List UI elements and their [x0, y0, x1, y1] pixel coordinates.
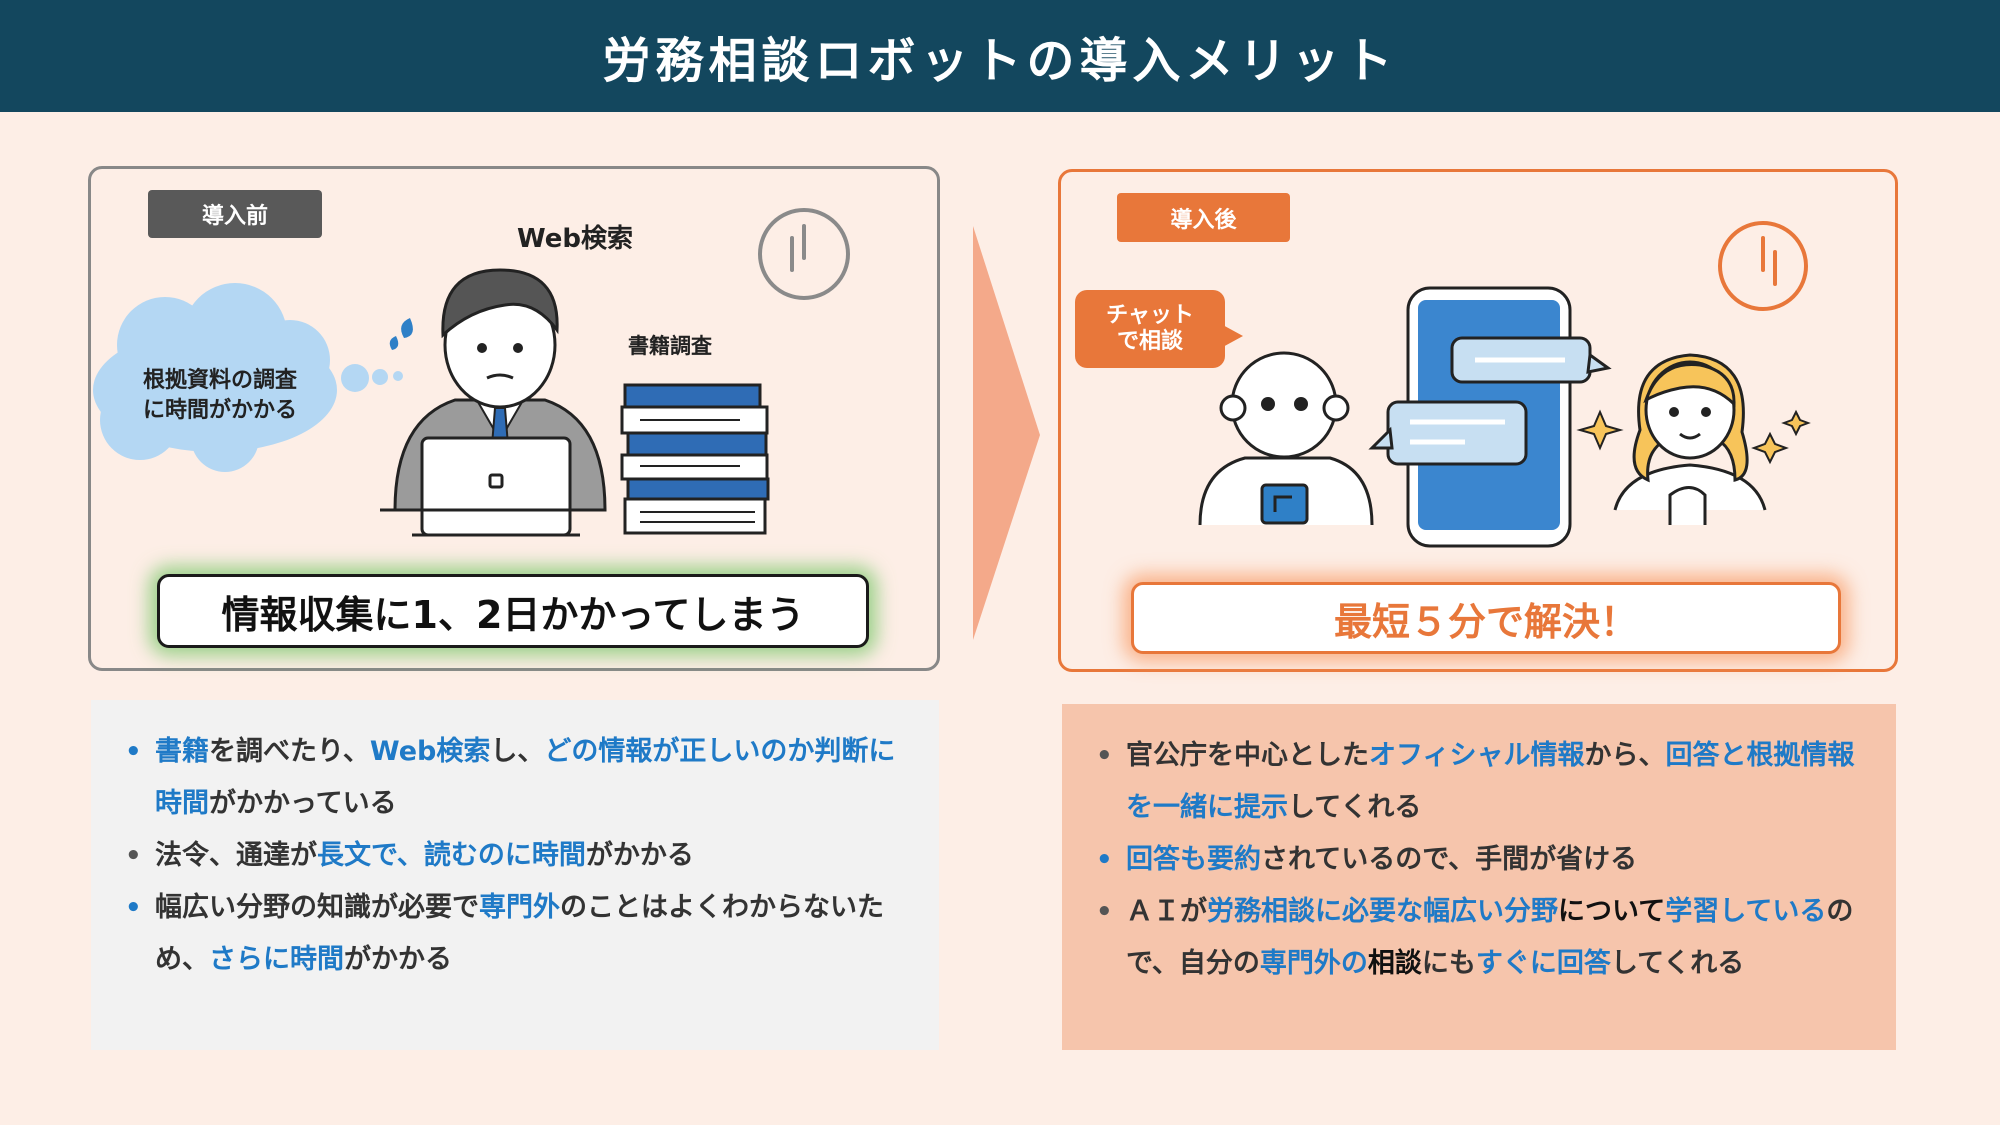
person-laptop-illustration: [380, 268, 607, 537]
bullet-item: ＡＩが労務相談に必要な幅広い分野について学習しているので、自分の専門外の相談にも…: [1096, 886, 1866, 990]
smartphone-chat-illustration: [1368, 286, 1612, 548]
page-title: 労務相談ロボットの導入メリット: [602, 33, 1398, 89]
bullet-text-segment: し、: [490, 736, 545, 767]
clock-icon: [758, 208, 850, 300]
bullet-text-segment: にも: [1421, 948, 1476, 979]
bullet-text-segment: 書籍: [155, 736, 209, 767]
thought-cloud-icon: [93, 283, 403, 472]
bullet-text-segment: 労務相談に必要な幅広い分野: [1207, 896, 1558, 927]
bullet-item: 幅広い分野の知識が必要で専門外のことはよくわからないため、さらに時間がかかる: [125, 882, 909, 986]
chat-line-2: で相談: [1116, 329, 1183, 354]
bullet-text-segment: がかかる: [344, 944, 452, 975]
books-illustration: [620, 383, 770, 535]
woman-illustration: [1613, 353, 1767, 525]
chat-consult-bubble: チャット で相談: [1075, 290, 1243, 368]
bullet-item: 法令、通達が長文で、読むのに時間がかかる: [125, 830, 909, 882]
after-bullet-list: 官公庁を中心としたオフィシャル情報から、回答と根拠情報を一緒に提示してくれる回答…: [1062, 704, 1896, 1050]
before-bullet-list: 書籍を調べたり、Web検索し、どの情報が正しいのか判断に時間がかかっている法令、…: [91, 700, 939, 1050]
bullet-text-segment: がかかっている: [209, 788, 397, 819]
bullet-text-segment: について: [1558, 896, 1666, 927]
bullet-text-segment: 法令、通達が: [155, 840, 317, 871]
books-label: 書籍調査: [628, 334, 712, 358]
before-tag: 導入前: [148, 190, 322, 238]
bullet-text-segment: に時間: [155, 736, 896, 819]
web-search-label: Web検索: [517, 224, 633, 254]
thought-line-2: に時間がかかる: [142, 397, 297, 423]
bullet-text-segment: オフィシャル情報: [1369, 740, 1585, 771]
thought-line-1: 根拠資料の調査: [142, 368, 297, 393]
after-tag: 導入後: [1117, 193, 1290, 242]
bullet-text-segment: がかかる: [585, 840, 694, 871]
bullet-text-segment: してくれる: [1288, 792, 1422, 823]
bullet-text-segment: 長文で、読むのに時間: [317, 840, 586, 871]
bullet-text-segment: 官公庁を中心とした: [1126, 740, 1369, 771]
bullet-text-segment: してくれる: [1610, 948, 1745, 979]
arrow-right-icon: [973, 226, 1040, 640]
bullet-text-segment: 学習している: [1665, 896, 1827, 927]
bullet-item: 回答も要約されているので、手間が省ける: [1096, 834, 1866, 886]
bullet-text-segment: されているので、手間が省ける: [1261, 844, 1638, 875]
bullet-text-segment: 専門外の: [1259, 948, 1368, 979]
bullet-text-segment: から、: [1584, 740, 1666, 771]
bullet-text-segment: 相談: [1367, 948, 1422, 979]
bullet-text-segment: Web検索: [369, 736, 491, 767]
clock-icon: [1718, 221, 1808, 311]
bullet-text-segment: ＡＩが: [1126, 896, 1207, 927]
bullet-item: 官公庁を中心としたオフィシャル情報から、回答と根拠情報を一緒に提示してくれる: [1096, 730, 1866, 834]
after-callout: 最短５分で解決！: [1131, 582, 1841, 654]
header-bar: 労務相談ロボットの導入メリット: [0, 0, 2000, 112]
thought-cloud-text: 根拠資料の調査 に時間がかかる: [100, 366, 340, 425]
bullet-text-segment: 回答と根拠情報を一緒に提示: [1126, 740, 1855, 823]
sparkle-icon: [1576, 409, 1811, 465]
bullet-text-segment: 専門外: [479, 892, 560, 923]
bullet-text-segment: ので、自分の: [1126, 896, 1854, 979]
before-callout: 情報収集に1、2日かかってしまう: [157, 574, 869, 648]
bullet-text-segment: のことはよくわからないため、: [155, 892, 884, 975]
bullet-text-segment: すぐに回答: [1475, 948, 1611, 979]
bullet-text-segment: を調べたり、: [209, 736, 370, 767]
bullet-text-segment: 回答も要約: [1126, 844, 1261, 875]
chat-line-1: チャット: [1106, 302, 1194, 328]
bullet-text-segment: 幅広い分野の知識が必要で: [155, 892, 479, 923]
robot-illustration: [1198, 351, 1374, 526]
bullet-text-segment: どの情報が正しいのか判断: [544, 736, 869, 767]
bullet-text-segment: さらに時間: [209, 944, 344, 975]
bullet-item: 書籍を調べたり、Web検索し、どの情報が正しいのか判断に時間がかかっている: [125, 726, 909, 830]
